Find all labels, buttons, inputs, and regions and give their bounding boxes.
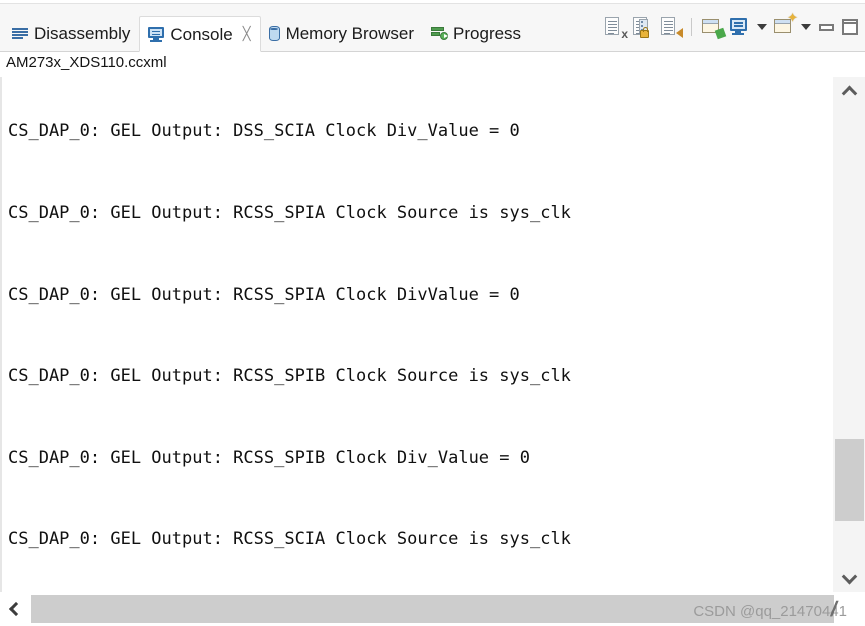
chevron-left-icon [8,601,23,617]
monitor-stand-icon [735,31,741,33]
scroll-left-button[interactable] [0,595,31,623]
scroll-lock-button[interactable] [630,14,656,40]
vertical-scrollbar[interactable] [832,77,865,592]
arrow-right-icon [676,28,683,38]
progress-icon [431,26,449,40]
display-selected-console-dropdown[interactable] [755,14,769,40]
show-console-doc-icon [661,17,675,35]
console-line: CS_DAP_0: GEL Output: RCSS_SPIB Clock So… [8,366,571,387]
tab-memory-browser[interactable]: Memory Browser [261,15,423,51]
clear-console-button[interactable]: x [602,14,628,40]
horizontal-scrollbar[interactable] [0,592,865,626]
disassembly-icon [12,27,28,39]
console-line: CS_DAP_0: GEL Output: RCSS_SCIA Clock So… [8,529,571,550]
memory-browser-icon [268,25,280,41]
minimize-button[interactable] [815,16,837,38]
chevron-up-icon [841,85,858,101]
toolbar-separator [691,18,692,36]
tab-disassembly[interactable]: Disassembly [4,15,139,51]
chevron-down-icon [841,568,858,584]
tab-disassembly-label: Disassembly [34,23,131,43]
tab-list: Disassembly Console ╳ Memory Browser [4,5,530,52]
scroll-up-button[interactable] [833,77,865,103]
open-console-window-icon [774,19,791,33]
close-icon[interactable]: ╳ [242,26,251,42]
open-console-dropdown[interactable] [799,14,813,40]
console-line: CS_DAP_0: GEL Output: RCSS_SPIA Clock So… [8,203,571,223]
scroll-down-button[interactable] [833,566,865,592]
console-panel: CS_DAP_0: GEL Output: DSS_SCIA Clock Div… [0,77,865,592]
tab-console[interactable]: Console ╳ [139,16,261,52]
console-icon [148,26,165,42]
lock-icon [640,27,649,38]
horizontal-scrollbar-thumb[interactable] [31,595,834,623]
chevron-down-icon [757,24,767,30]
show-console-when-output-changes-button[interactable] [658,14,684,40]
pin-console-button[interactable] [699,14,727,40]
pin-icon [714,27,727,40]
console-line-list: CS_DAP_0: GEL Output: DSS_SCIA Clock Div… [8,77,571,592]
monitor-base-icon [732,33,744,35]
tab-progress-label: Progress [453,23,522,43]
console-toolbar: x [602,10,861,44]
display-selected-console-button[interactable] [727,14,753,40]
console-source-label: AM273x_XDS110.ccxml [6,54,167,71]
open-console-button[interactable]: ✦ [771,11,798,40]
console-line: CS_DAP_0: GEL Output: DSS_SCIA Clock Div… [8,121,520,142]
vertical-scrollbar-thumb[interactable] [835,439,864,521]
tab-bar: Disassembly Console ╳ Memory Browser [0,0,865,52]
tab-memory-browser-label: Memory Browser [285,23,415,43]
console-line: CS_DAP_0: GEL Output: RCSS_SPIB Clock Di… [8,447,530,468]
tab-console-label: Console [170,24,233,44]
console-line: CS_DAP_0: GEL Output: RCSS_SPIA Clock Di… [8,284,520,305]
star-icon: ✦ [787,11,798,26]
clear-console-icon [605,17,619,35]
maximize-button[interactable] [839,16,861,38]
tab-progress[interactable]: Progress [423,15,530,51]
display-console-monitor-icon [730,18,747,31]
console-output-area[interactable]: CS_DAP_0: GEL Output: DSS_SCIA Clock Div… [0,77,832,592]
vertical-scrollbar-track[interactable] [833,103,865,566]
chevron-down-icon [801,24,811,30]
x-badge-icon: x [621,27,628,41]
tabbar-top-divider [0,0,865,4]
minimize-icon [818,23,834,31]
maximize-icon [842,19,858,35]
